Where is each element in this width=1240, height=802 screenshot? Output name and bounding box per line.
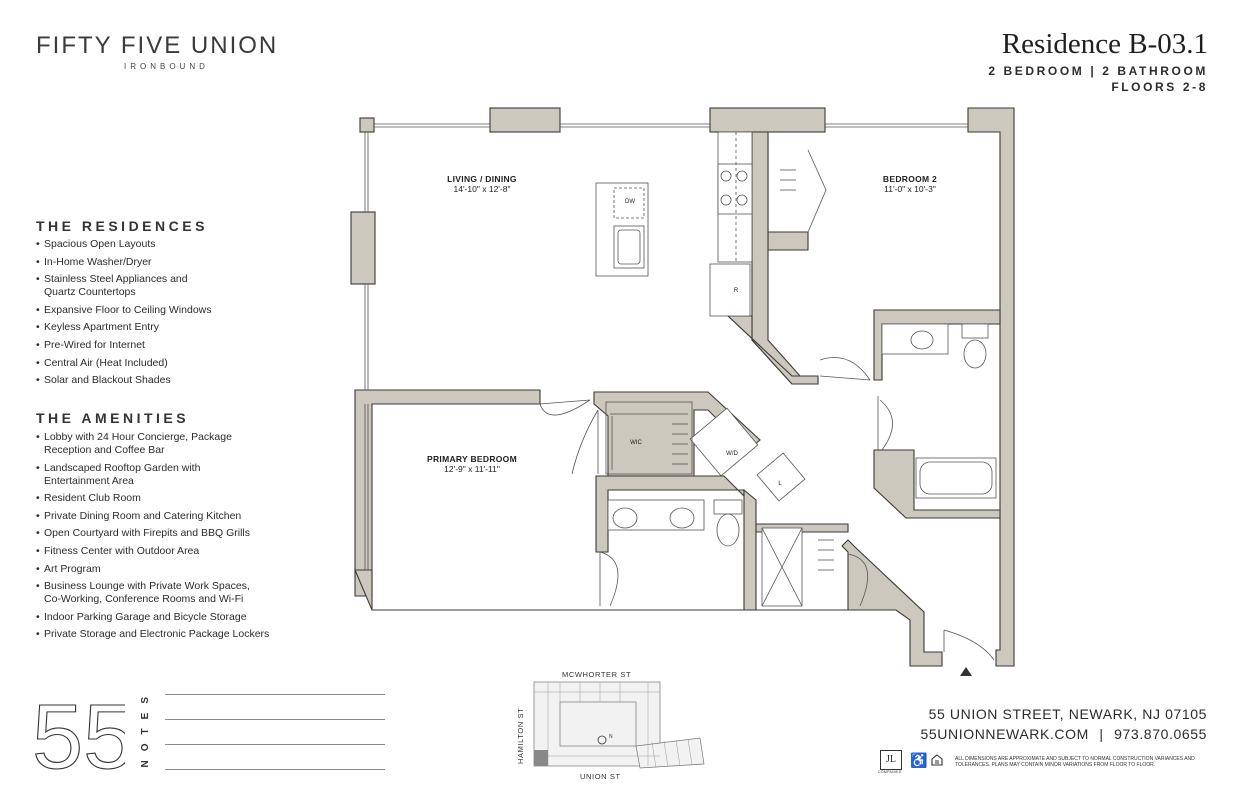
- address: 55 UNION STREET, NEWARK, NJ 07105: [928, 706, 1207, 722]
- dishwasher: [613, 187, 645, 219]
- fixture-wic: WIC: [630, 440, 642, 446]
- room-name: LIVING / DINING: [447, 174, 517, 184]
- room-dims: 12'-9" x 11'-11": [444, 464, 500, 474]
- list-item: Resident Club Room: [36, 492, 286, 505]
- list-item: Spacious Open Layouts: [36, 238, 286, 251]
- burner-icon: [720, 170, 732, 182]
- street-north: MCWHORTER ST: [562, 670, 632, 679]
- list-item: Private Storage and Electronic Package L…: [36, 628, 286, 641]
- details: [539, 132, 995, 661]
- note-line[interactable]: [165, 694, 385, 695]
- list-item: Open Courtyard with Firepits and BBQ Gri…: [36, 527, 286, 540]
- room-label-living: LIVING / DINING 14'-10" x 12'-8": [420, 174, 544, 194]
- bathtub-basin: [919, 461, 993, 495]
- wall-segment: [709, 107, 826, 133]
- fixture-dw: DW: [625, 199, 635, 205]
- list-item: Expansive Floor to Ceiling Windows: [36, 304, 286, 317]
- wall-shower-west: [743, 488, 757, 611]
- residence-bed-bath: 2 BEDROOM | 2 BATHROOM: [988, 64, 1208, 78]
- toilet-bowl: [963, 339, 987, 369]
- burner-icon: [736, 170, 748, 182]
- brand-logo: FIFTY FIVE UNION: [36, 32, 279, 59]
- disclaimer: ALL DIMENSIONS ARE APPROXIMATE AND SUBJE…: [955, 756, 1195, 769]
- wall-east: [967, 107, 1015, 667]
- jl-logo: JL: [880, 750, 902, 770]
- list-item: Solar and Blackout Shades: [36, 374, 286, 387]
- list-item: In-Home Washer/Dryer: [36, 256, 286, 269]
- room-dims: 14'-10" x 12'-8": [453, 184, 511, 194]
- wall-bath-south: [873, 449, 1001, 519]
- list-item: Business Lounge with Private Work Spaces…: [36, 580, 269, 606]
- notes-label: NOTES: [140, 688, 151, 768]
- sink-basin: [617, 229, 641, 265]
- toilet-tank: [713, 499, 743, 515]
- burner-icon: [736, 194, 748, 206]
- wall-segment: [489, 107, 561, 133]
- room-name: BEDROOM 2: [882, 174, 938, 184]
- fixture-refrigerator: R: [733, 288, 739, 294]
- compass-icon: [597, 735, 607, 745]
- linen-closet: [756, 452, 806, 502]
- wall-column: [350, 211, 376, 285]
- brand-subtitle: IRONBOUND: [124, 62, 209, 71]
- note-line[interactable]: [165, 769, 385, 770]
- accessibility-icon: ♿: [910, 752, 928, 768]
- jl-logo-sub: COMPANIES: [878, 770, 902, 774]
- logo-digits: 55: [32, 688, 125, 776]
- list-item: Landscaped Rooftop Garden with Entertain…: [36, 462, 224, 488]
- wall-bath-primary: [595, 475, 745, 553]
- sink-basin: [612, 507, 638, 529]
- toilet-tank: [961, 323, 989, 339]
- burner-icon: [720, 194, 732, 206]
- list-item: Art Program: [36, 563, 286, 576]
- list-item: Pre-Wired for Internet: [36, 339, 286, 352]
- fixture-wd: W/D: [726, 451, 738, 457]
- residences-heading: THE RESIDENCES: [36, 218, 208, 234]
- residence-title: Residence B-03.1: [1001, 28, 1208, 60]
- wall-column: [359, 117, 375, 133]
- washer-dryer: [689, 407, 759, 477]
- amenities-list: Lobby with 24 Hour Concierge, Package Re…: [36, 431, 286, 646]
- windows: [364, 123, 968, 570]
- refrigerator: [709, 263, 751, 317]
- residences-list: Spacious Open Layouts In-Home Washer/Dry…: [36, 238, 286, 392]
- note-line[interactable]: [165, 744, 385, 745]
- list-item: Stainless Steel Appliances and Quartz Co…: [36, 273, 204, 299]
- fixture-linen: L: [778, 481, 782, 487]
- amenities-heading: THE AMENITIES: [36, 410, 190, 426]
- wall-angled: [726, 315, 819, 385]
- entry-arrow-icon: [960, 667, 972, 676]
- contact-line: 55UNIONNEWARK.COM | 973.870.0655: [921, 726, 1207, 742]
- toilet-bowl: [716, 513, 740, 547]
- separator: |: [1099, 726, 1104, 742]
- equal-housing-icon: [931, 754, 943, 766]
- street-south: UNION ST: [580, 772, 621, 781]
- phone-number[interactable]: 973.870.0655: [1114, 726, 1207, 742]
- floor-plan: [350, 107, 1015, 676]
- sink-basin: [669, 507, 695, 529]
- list-item: Fitness Center with Outdoor Area: [36, 545, 286, 558]
- unit-location-marker: [534, 750, 548, 766]
- list-item: Lobby with 24 Hour Concierge, Package Re…: [36, 431, 254, 457]
- room-label-primary-bedroom: PRIMARY BEDROOM 12'-9" x 11'-11": [412, 454, 532, 474]
- list-item: Indoor Parking Garage and Bicycle Storag…: [36, 611, 286, 624]
- north-marker: N: [609, 734, 613, 740]
- site-plan-map: N: [533, 681, 705, 769]
- note-line[interactable]: [165, 719, 385, 720]
- sink-basin: [910, 330, 934, 350]
- street-west: HAMILTON ST: [516, 707, 525, 764]
- room-dims: 11'-0" x 10'-3": [884, 184, 936, 194]
- wall-primary-north: [354, 389, 541, 597]
- list-item: Private Dining Room and Catering Kitchen: [36, 510, 286, 523]
- wall-south: [354, 539, 943, 667]
- residence-floors: FLOORS 2-8: [1111, 80, 1208, 94]
- room-name: PRIMARY BEDROOM: [427, 454, 517, 464]
- fifty-five-logo: 55: [31, 688, 125, 776]
- room-label-bedroom-2: BEDROOM 2 11'-0" x 10'-3": [858, 174, 962, 194]
- website-link[interactable]: 55UNIONNEWARK.COM: [920, 726, 1089, 742]
- list-item: Central Air (Heat Included): [36, 357, 286, 370]
- list-item: Keyless Apartment Entry: [36, 321, 286, 334]
